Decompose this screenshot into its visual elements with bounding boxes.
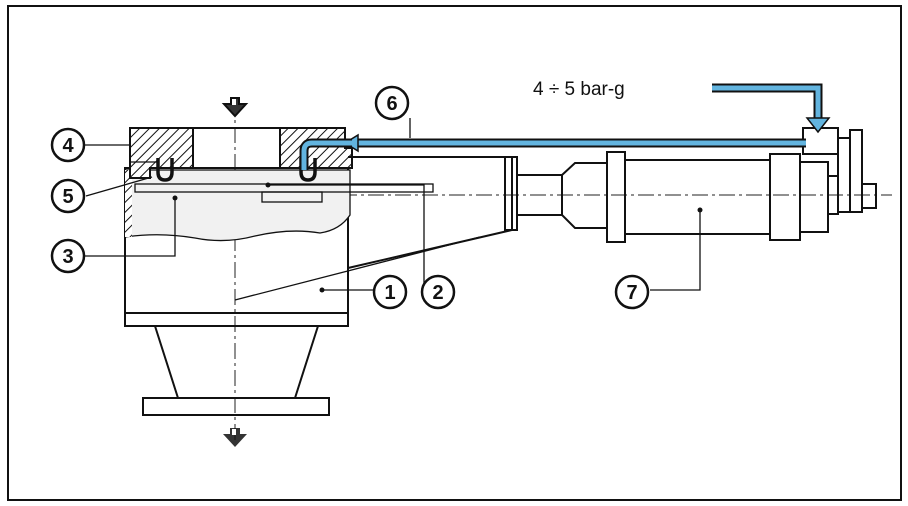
- top-flange: [129, 127, 353, 179]
- inlet-flow-arrow-icon: [221, 97, 249, 118]
- callout-2: 2: [420, 274, 456, 310]
- outlet-flow-arrow-icon: [223, 428, 247, 447]
- supply-pressure-label: 4 ÷ 5 bar-g: [533, 79, 625, 100]
- callout-6: 6: [374, 85, 410, 121]
- callout-3: 3: [50, 238, 86, 274]
- gate-plate: [134, 183, 434, 203]
- callout-5: 5: [50, 178, 86, 214]
- diagram-frame: [7, 5, 902, 501]
- svg-text:7: 7: [626, 282, 637, 304]
- outlet-cone: [142, 325, 330, 416]
- svg-text:1: 1: [384, 282, 395, 304]
- leader-lines: [84, 118, 703, 301]
- callout-7: 7: [614, 274, 650, 310]
- callout-4: 4: [50, 127, 86, 163]
- air-line: [299, 83, 831, 170]
- svg-text:4: 4: [62, 135, 74, 157]
- svg-text:3: 3: [62, 246, 73, 268]
- svg-text:2: 2: [432, 282, 443, 304]
- svg-text:6: 6: [386, 93, 397, 115]
- callout-1: 1: [372, 274, 408, 310]
- svg-text:5: 5: [62, 186, 73, 208]
- seal-right: [299, 158, 317, 182]
- actuator-cylinder: [516, 127, 877, 243]
- air-inlet-arrow-icon: [805, 117, 831, 134]
- seal-left: [156, 158, 174, 182]
